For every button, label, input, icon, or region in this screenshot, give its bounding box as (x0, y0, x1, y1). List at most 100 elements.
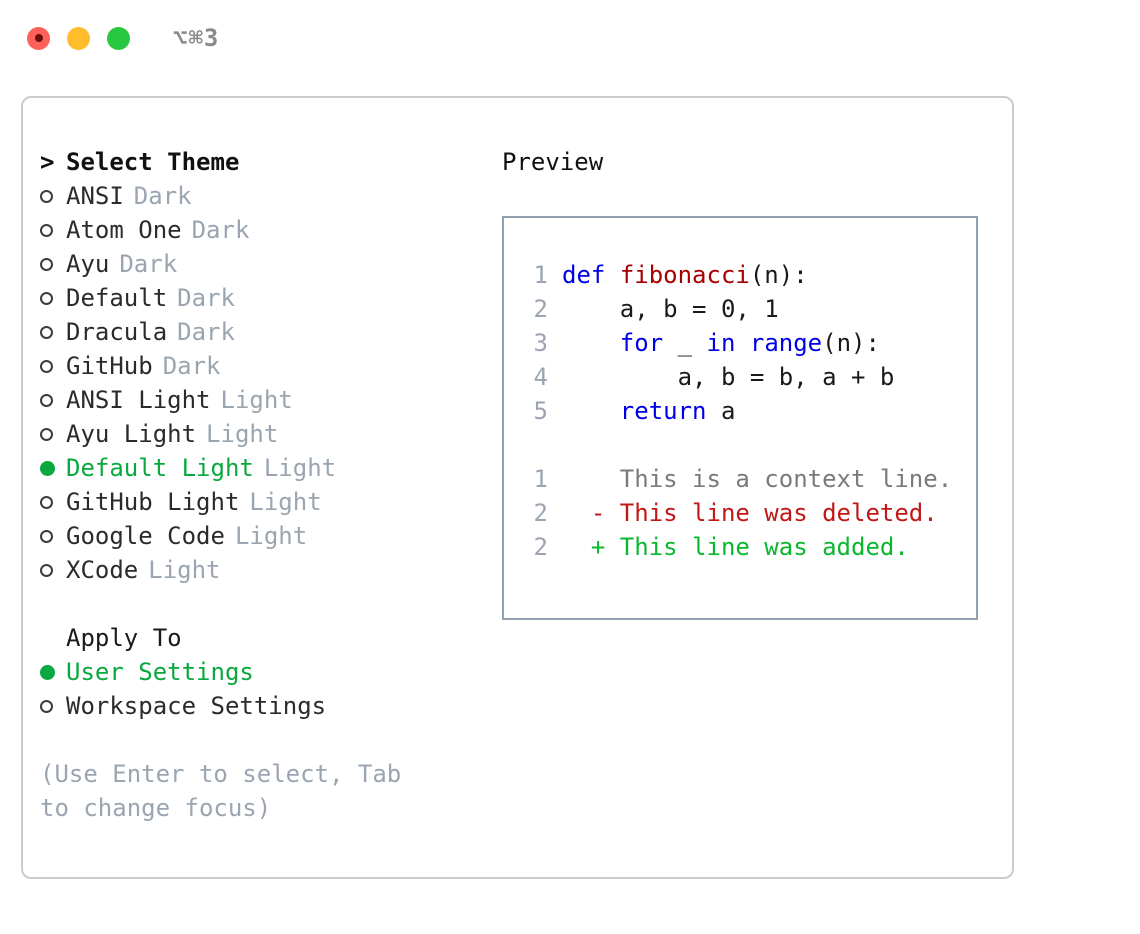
code-token-plain: _ (663, 329, 707, 357)
zoom-button-icon[interactable] (107, 26, 130, 50)
code-token-plain (562, 397, 620, 425)
apply-to-label: User Settings (66, 658, 254, 686)
diff-sign: + (562, 533, 606, 561)
theme-list-item[interactable]: ANSI Light Light (40, 383, 490, 417)
line-number: 1 (533, 465, 548, 493)
code-token-plain (735, 329, 749, 357)
radio-unselected-icon (40, 563, 66, 577)
radio-selected-icon (40, 460, 66, 476)
apply-to-label: Workspace Settings (66, 692, 327, 720)
diff-sample: 1 This is a context line. 2 - This line w… (518, 462, 976, 564)
code-diff-gap (518, 428, 976, 462)
theme-mode-tag: Light (249, 488, 322, 516)
theme-name-label: Dracula (66, 318, 168, 346)
radio-unselected-icon (40, 223, 66, 237)
line-number: 2 (533, 533, 548, 561)
radio-unselected-icon (40, 495, 66, 509)
code-text: a, b = b, a + b (562, 360, 895, 394)
radio-dot (40, 529, 53, 543)
line-number: 5 (533, 397, 548, 425)
theme-picker-title: > Select Theme (40, 145, 490, 179)
minimize-button-icon[interactable] (67, 26, 90, 50)
list-spacer (40, 587, 490, 621)
code-token-kw: for (619, 329, 664, 357)
theme-name-label: Default Light (66, 454, 254, 482)
theme-name-label: ANSI (66, 182, 124, 210)
code-token-plain: a (706, 397, 736, 425)
radio-selected-icon (40, 664, 66, 680)
code-text: return a (562, 394, 736, 428)
radio-dot (40, 189, 53, 203)
code-token-plain: (n): (822, 329, 880, 357)
theme-mode-tag: Light (220, 386, 293, 414)
radio-dot (40, 393, 53, 407)
radio-dot (40, 460, 55, 476)
close-button-icon[interactable] (27, 26, 50, 50)
theme-mode-tag: Dark (177, 284, 235, 312)
theme-list-item[interactable]: Dracula Dark (40, 315, 490, 349)
caret-icon: > (40, 148, 55, 176)
keyboard-hint-text: (Use Enter to select, Tab to change focu… (40, 760, 416, 822)
code-token-plain: (n): (749, 261, 808, 289)
code-token-kw: return (619, 397, 707, 425)
theme-mode-tag: Dark (119, 250, 178, 278)
theme-mode-tag: Dark (177, 318, 235, 346)
diff-text: This line was added. (605, 533, 909, 561)
radio-dot (40, 325, 53, 339)
keyboard-shortcut-label: ⌥⌘3 (173, 24, 220, 52)
theme-name-label: Atom One (66, 216, 182, 244)
radio-unselected-icon (40, 529, 66, 543)
theme-mode-tag: Light (206, 420, 279, 448)
theme-name-label: Ayu (66, 250, 110, 278)
theme-list-item[interactable]: Ayu Dark (40, 247, 490, 281)
theme-list-item[interactable]: ANSI Dark (40, 179, 490, 213)
theme-list-item[interactable]: Google Code Light (40, 519, 490, 553)
radio-unselected-icon (40, 393, 66, 407)
code-token-plain (605, 261, 619, 289)
radio-unselected-icon (40, 291, 66, 305)
theme-mode-tag: Dark (133, 182, 192, 210)
theme-list-item[interactable]: GitHub Dark (40, 349, 490, 383)
theme-name-label: ANSI Light (66, 386, 211, 414)
code-token-fn: fibonacci (619, 261, 750, 289)
diff-line: 1 This is a context line. (518, 462, 976, 496)
diff-sign: - (562, 499, 606, 527)
apply-to-item[interactable]: Workspace Settings (40, 689, 490, 723)
theme-list-item[interactable]: Ayu Light Light (40, 417, 490, 451)
theme-name-label: Ayu Light (66, 420, 197, 448)
diff-sign (562, 462, 605, 496)
theme-name-label: GitHub (66, 352, 153, 380)
preview-title: Preview (502, 148, 604, 176)
code-token-kw: def (562, 261, 606, 289)
theme-name-label: Google Code (66, 522, 225, 550)
code-token-plain (562, 329, 620, 357)
radio-dot (40, 257, 53, 271)
radio-unselected-icon (40, 189, 66, 203)
theme-mode-tag: Dark (162, 352, 221, 380)
code-line: 4 a, b = b, a + b (518, 360, 976, 394)
radio-unselected-icon (40, 699, 66, 713)
theme-name-label: XCode (66, 556, 139, 584)
radio-dot (40, 664, 55, 680)
apply-to-item[interactable]: User Settings (40, 655, 490, 689)
radio-unselected-icon (40, 257, 66, 271)
code-line: 2 a, b = 0, 1 (518, 292, 976, 326)
code-token-plain: a, b = 0, 1 (562, 295, 779, 323)
theme-mode-tag: Light (234, 522, 308, 550)
line-number: 3 (533, 329, 548, 357)
line-number: 2 (533, 499, 548, 527)
line-number: 4 (533, 363, 548, 391)
code-token-plain: a, b = b, a + b (562, 363, 895, 391)
